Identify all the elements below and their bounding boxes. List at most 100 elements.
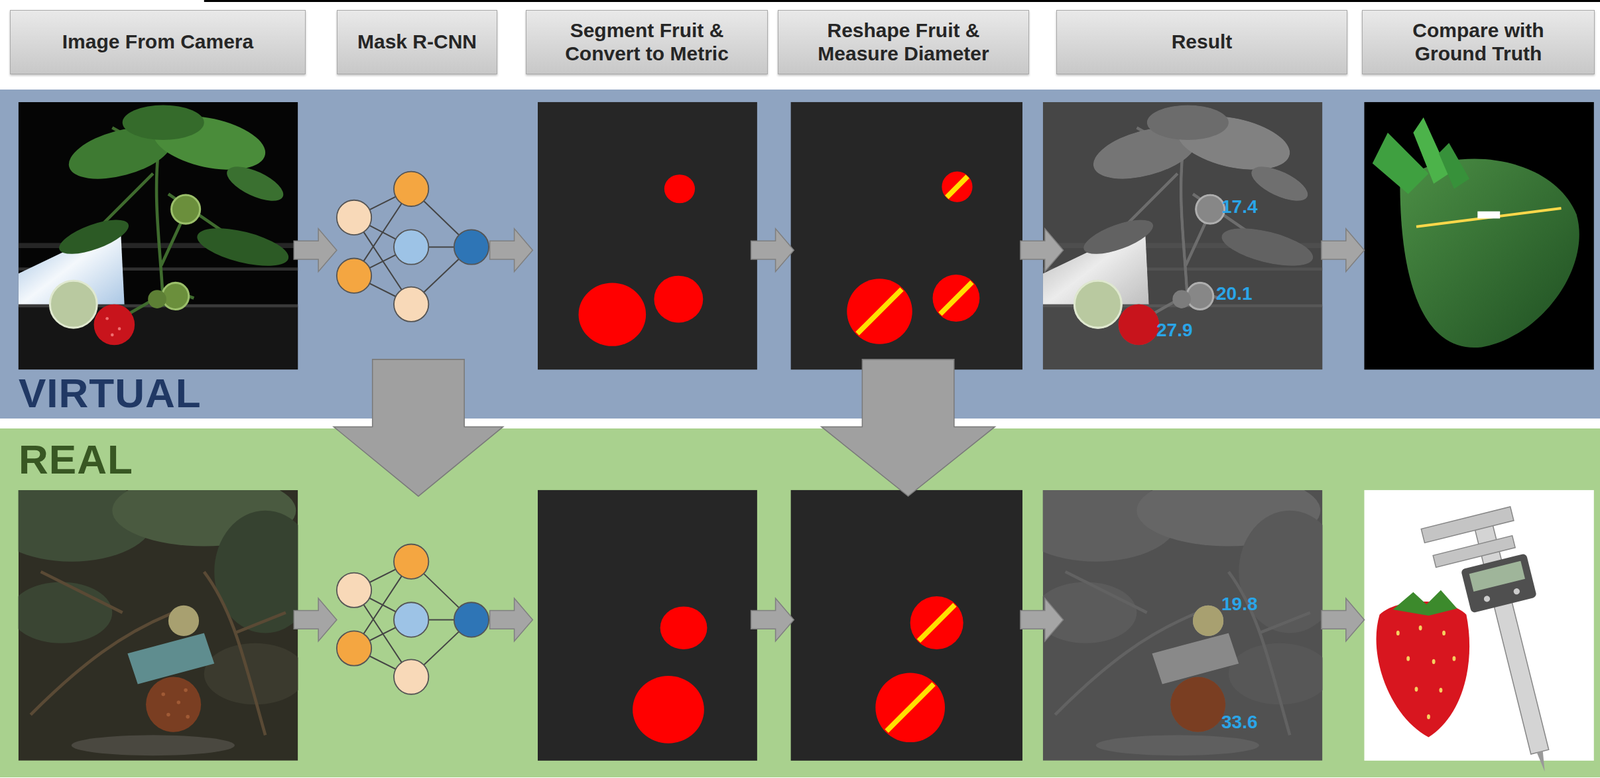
measurement-slot: 33.6 xyxy=(1221,712,1258,733)
step-header-box: Mask R-CNN xyxy=(336,9,498,75)
strawberry-seeds xyxy=(1452,655,1456,661)
transfer-arrows xyxy=(333,359,503,496)
step-title: Reshape Fruit & Measure Diameter xyxy=(804,19,1004,65)
measurement-slot: 17.4 xyxy=(1221,196,1258,218)
caliper xyxy=(1420,505,1579,778)
step-header-box: Image From Camera xyxy=(9,9,306,75)
result-image xyxy=(1043,102,1323,370)
flow-arrows xyxy=(1020,228,1064,272)
diameter-value: 17.4 xyxy=(1221,196,1258,218)
measurement-slot: 19.8 xyxy=(1221,594,1258,615)
strawberry-seeds xyxy=(1396,625,1457,719)
result-fruit xyxy=(1074,280,1122,328)
step-title: Result xyxy=(1171,30,1233,54)
strawberry-seeds xyxy=(1396,630,1400,636)
band-title: VIRTUAL xyxy=(18,372,1600,414)
flow-arrows xyxy=(1321,598,1365,642)
caliper xyxy=(1483,594,1491,603)
domain-band: VIRTUAL xyxy=(0,89,1600,419)
fruit-circle xyxy=(910,596,964,650)
band-title: REAL xyxy=(18,438,1600,481)
flow-arrows xyxy=(293,228,337,272)
mask-rcnn-icon xyxy=(336,171,489,322)
diameter-lines xyxy=(918,604,955,641)
fruit-mask xyxy=(653,275,703,323)
strawberry-seeds xyxy=(1438,687,1443,693)
result-fruit xyxy=(1170,676,1226,733)
strawberry-seeds xyxy=(1426,714,1431,719)
strawberry-leaf xyxy=(1393,590,1458,616)
diameter-value: 20.1 xyxy=(1216,283,1253,305)
red-strawberry xyxy=(1376,601,1471,737)
fruit-circle xyxy=(846,278,912,345)
diameter-value: 27.9 xyxy=(1156,320,1193,341)
caliper xyxy=(1469,560,1526,592)
result-image xyxy=(1014,474,1341,761)
segment-panel xyxy=(537,490,758,761)
fruit-mask xyxy=(632,675,705,744)
diameter-value: 19.8 xyxy=(1221,594,1258,615)
real-row xyxy=(0,474,1595,778)
flow-arrows xyxy=(490,598,534,642)
strawberry-leaf xyxy=(1372,132,1429,194)
strawberry-seeds xyxy=(1406,655,1410,661)
top-rule xyxy=(204,0,1600,2)
ground-truth-panel xyxy=(1364,102,1595,370)
flow-arrows xyxy=(293,598,337,642)
camera-image xyxy=(18,102,299,370)
caliper xyxy=(1460,553,1538,613)
step-header-box: Segment Fruit & Convert to Metric xyxy=(525,9,768,75)
measurement-slot: 20.1 xyxy=(1216,283,1253,305)
result-fruit xyxy=(1192,605,1224,636)
diameter-value: 33.6 xyxy=(1221,712,1258,733)
measure-line xyxy=(1416,208,1562,227)
diameter-lines xyxy=(940,281,973,314)
flow-arrows xyxy=(751,598,795,642)
diameter-lines xyxy=(886,683,934,731)
reshape-panel xyxy=(791,490,1023,761)
strawberry-leaf xyxy=(1413,117,1449,184)
fruit-circle xyxy=(932,274,981,322)
fruit-circle xyxy=(875,672,945,742)
transfer-arrows xyxy=(333,359,995,496)
diameter-lines xyxy=(886,604,955,732)
segment-panel xyxy=(537,102,758,370)
mask-rcnn-icon xyxy=(336,543,489,694)
ground-truth-panel xyxy=(1364,490,1595,761)
transfer-arrows xyxy=(821,359,996,496)
domain-band: REAL xyxy=(0,428,1600,778)
strawberry-leaf xyxy=(1438,143,1470,189)
step-title: Mask R-CNN xyxy=(357,30,477,54)
step-header-box: Result xyxy=(1056,9,1348,75)
step-title: Segment Fruit & Convert to Metric xyxy=(547,19,747,65)
flow-arrows xyxy=(1321,228,1365,272)
green-strawberry xyxy=(1399,158,1579,348)
measure-tag xyxy=(1477,211,1500,219)
flow-arrows xyxy=(490,228,534,272)
step-title: Image From Camera xyxy=(62,30,254,54)
fruit-mask xyxy=(664,174,695,203)
step-header-box: Reshape Fruit & Measure Diameter xyxy=(777,9,1030,75)
strawberry-seeds xyxy=(1442,630,1446,636)
reshape-panel xyxy=(791,102,1023,370)
strawberry-seeds xyxy=(1432,659,1436,664)
diameter-lines xyxy=(946,176,968,197)
caliper xyxy=(1513,587,1521,595)
caliper xyxy=(1472,516,1549,754)
diameter-lines xyxy=(857,289,902,334)
caliper xyxy=(1432,535,1516,568)
flow-arrows xyxy=(751,228,795,272)
camera-image xyxy=(0,474,317,761)
diameter-lines xyxy=(857,176,973,334)
step-header-box: Compare with Ground Truth xyxy=(1361,9,1595,75)
strawberry-seeds xyxy=(1415,686,1419,691)
strawberry-seeds xyxy=(1418,625,1423,630)
flow-arrows xyxy=(293,228,1364,642)
caliper xyxy=(1537,751,1548,773)
virtual-row xyxy=(18,102,1595,370)
caliper xyxy=(1420,506,1514,543)
